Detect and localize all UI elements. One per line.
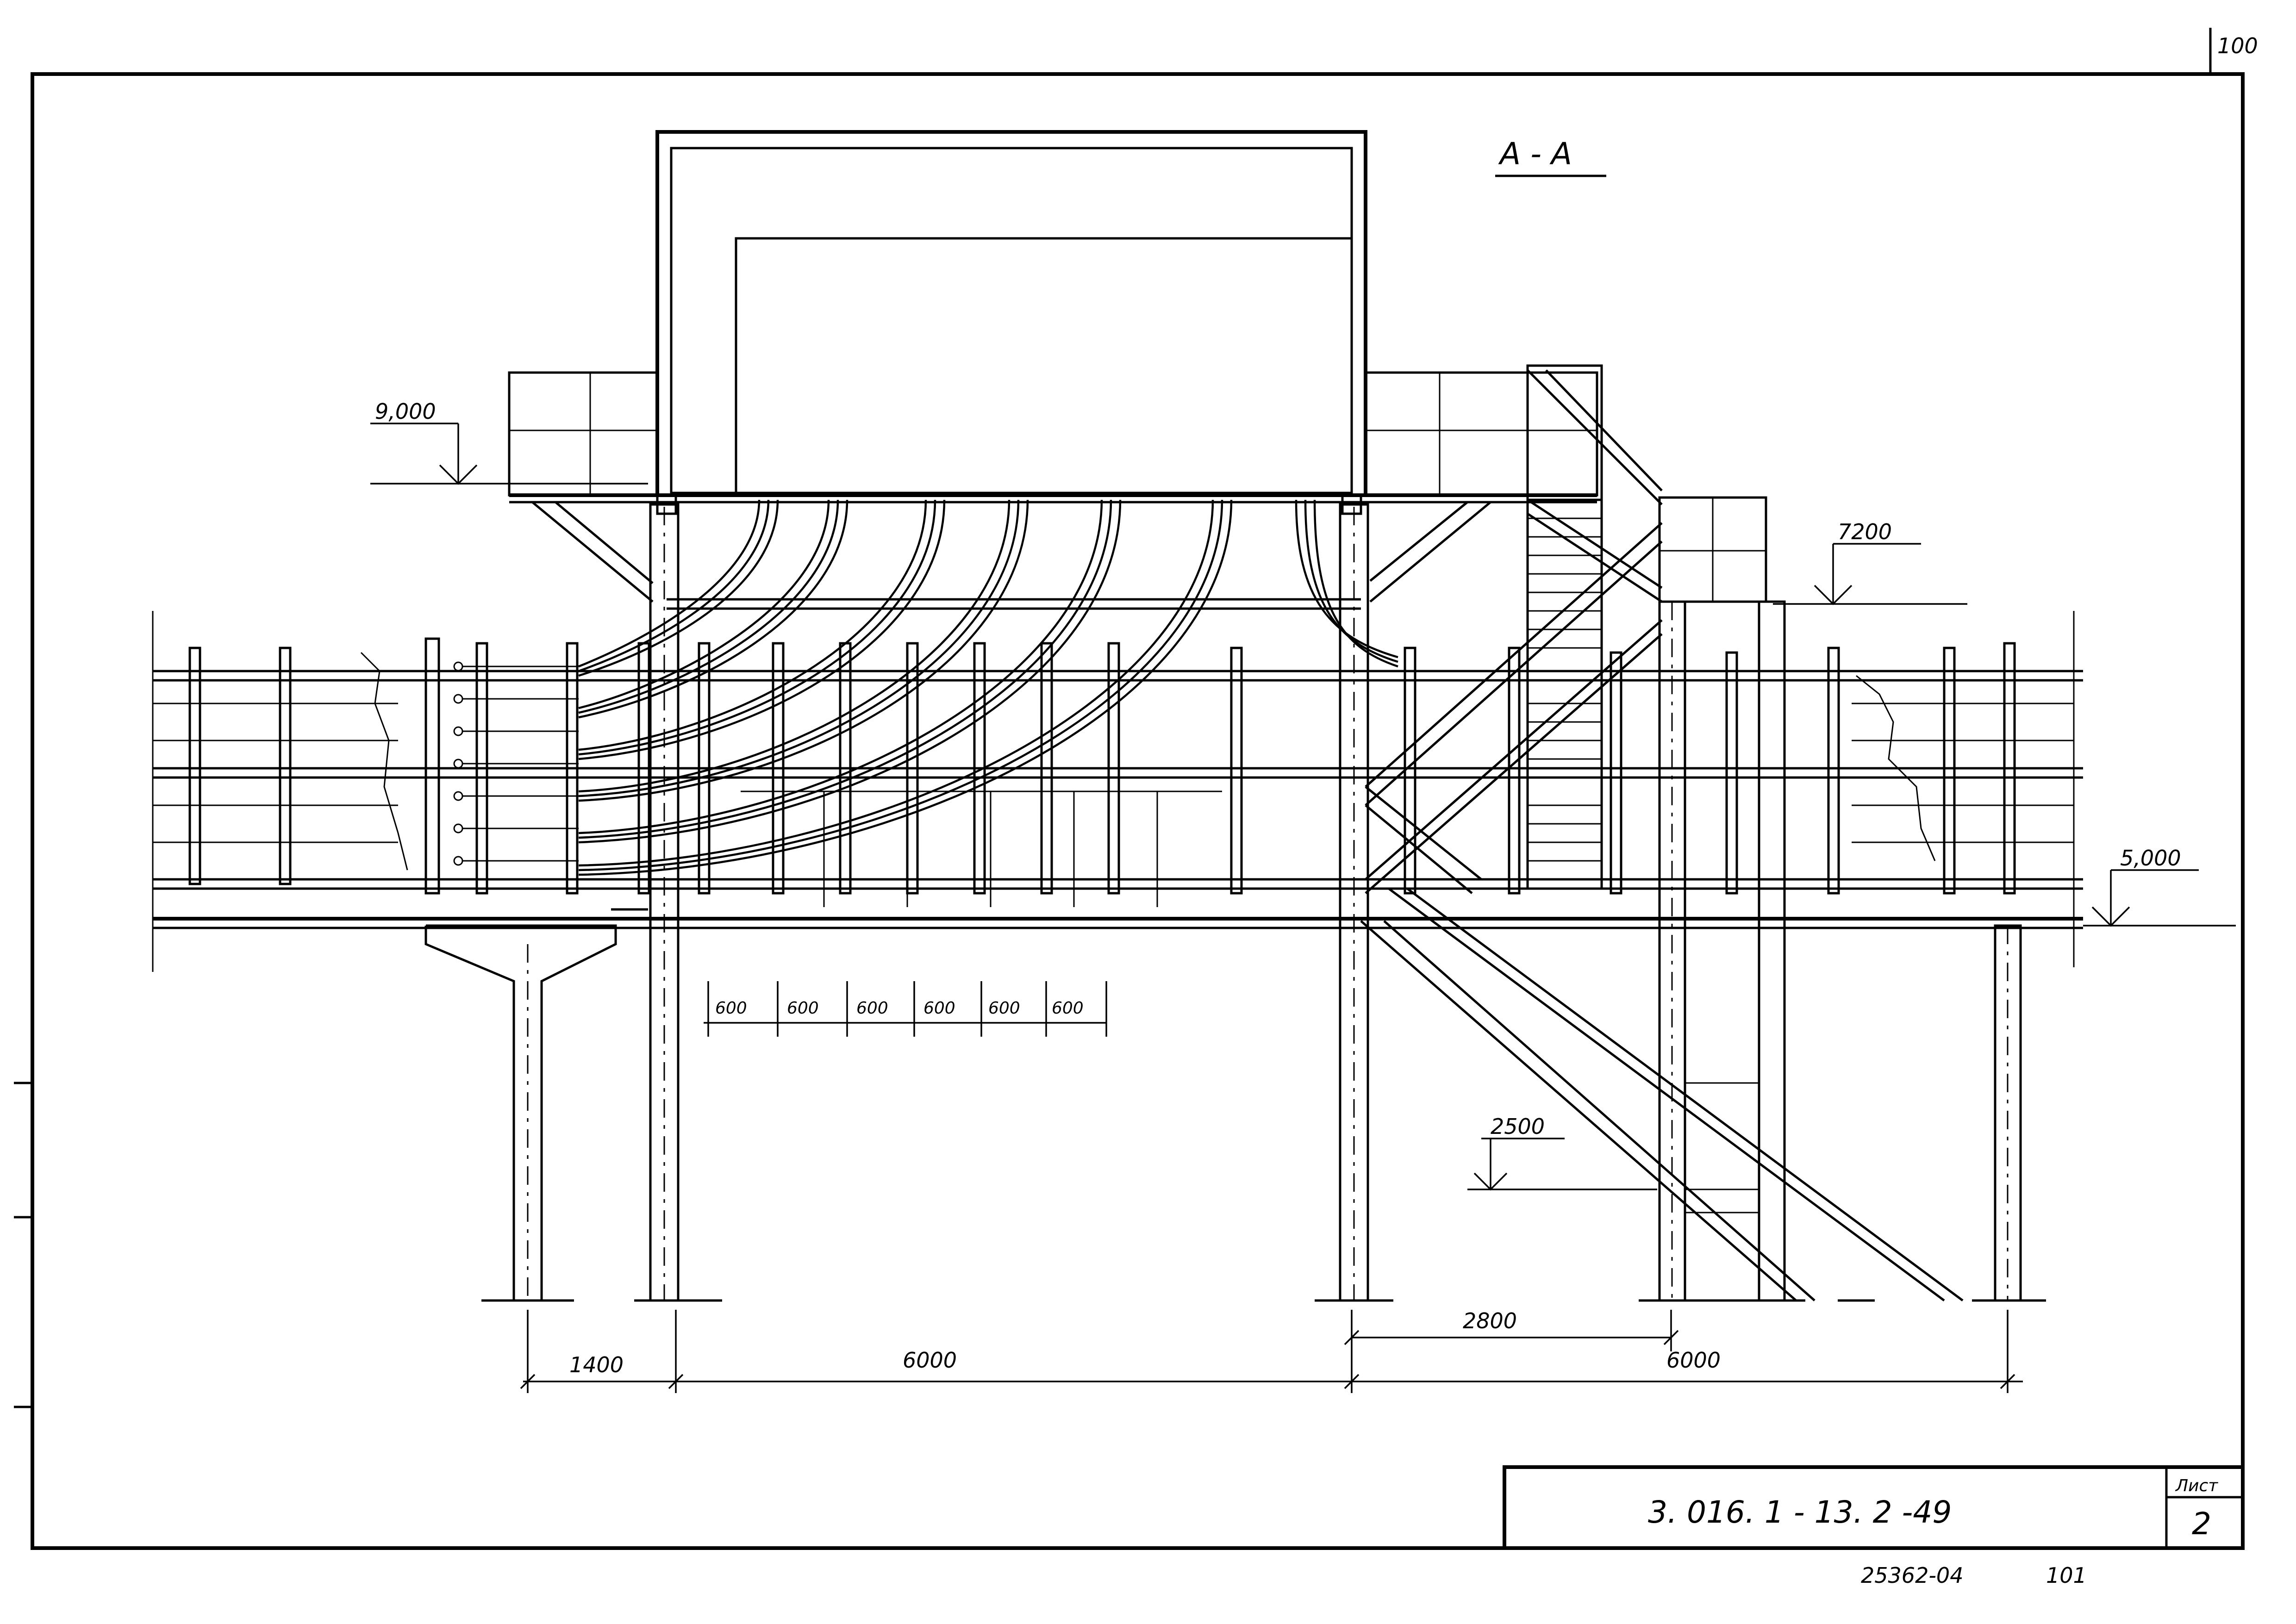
stair-tower [1360,364,1964,1302]
corner-number: 100 [2217,33,2258,58]
dimension-2800: 2800 [1463,1308,1517,1333]
upper-box-structure [508,130,1598,603]
tray-spacing-dimension-line [704,981,1107,1037]
elevation-5000: 5,000 [2120,846,2181,871]
steel-columns [424,503,2046,1302]
tray-spacing-2: 600 [787,999,819,1018]
tray-spacing-1: 600 [715,999,747,1018]
sheet-frame [14,28,2245,1550]
page-number: 101 [2046,1563,2087,1588]
tray-spacing-4: 600 [923,999,955,1018]
tray-spacing-6: 600 [1052,999,1084,1018]
cable-connectors [453,661,579,866]
elevation-marks [370,423,2236,1191]
rack-posts [188,637,2016,895]
dimension-6000-left: 6000 [903,1348,957,1373]
elevation-9000: 9,000 [375,399,436,424]
elevation-7200: 7200 [1838,519,1892,544]
drawing-code: 3. 016. 1 - 13. 2 -49 [1648,1494,1952,1530]
dimension-1400: 1400 [569,1352,624,1377]
tray-spacing-5: 600 [988,999,1020,1018]
dimension-6000-right: 6000 [1666,1348,1721,1373]
cable-bundle [453,499,1398,876]
elevation-2500: 2500 [1491,1114,1545,1139]
bottom-dimension-lines [520,1310,2023,1393]
sheet-label: Лист [2175,1476,2218,1495]
inventory-number: 25362-04 [1861,1563,1963,1588]
sheet-number: 2 [2192,1506,2211,1542]
section-title: А - А [1498,136,1572,172]
tray-spacing-3: 600 [856,999,888,1018]
title-block [1503,1465,2245,1550]
